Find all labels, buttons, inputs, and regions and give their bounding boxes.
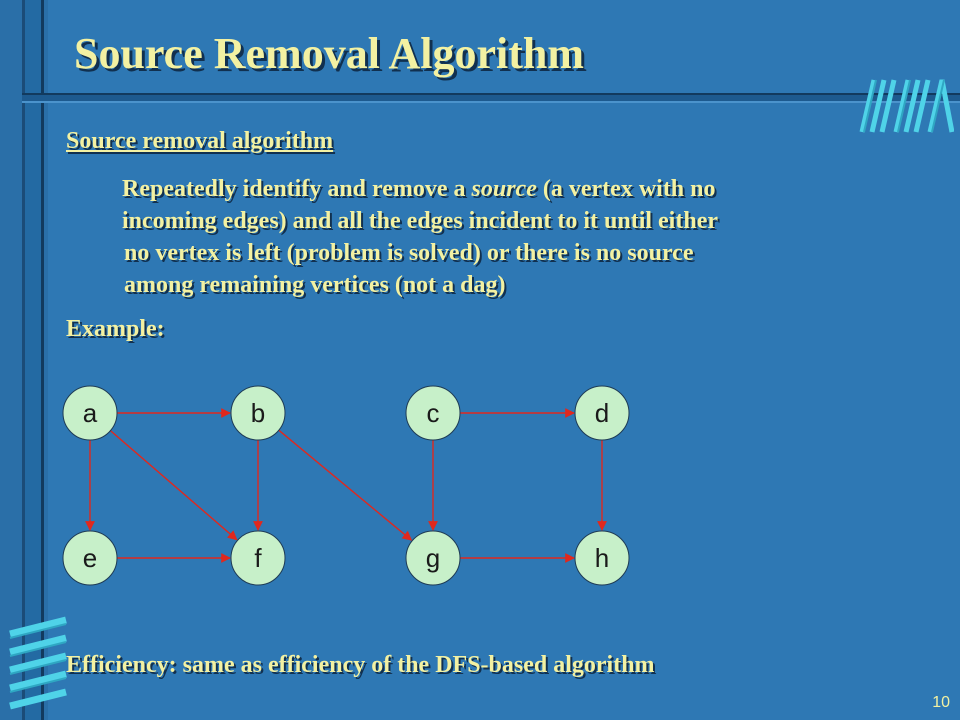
description-line-1: Repeatedly identify and remove a source … (66, 173, 936, 205)
node-g: g (405, 530, 461, 586)
efficiency-note: Efficiency: same as efficiency of the DF… (66, 652, 655, 678)
title-divider-bar (22, 93, 960, 103)
node-circle-e (62, 530, 118, 586)
node-a: a (62, 385, 118, 441)
page-number: 10 (932, 694, 950, 711)
node-circle-d (574, 385, 630, 441)
node-label-f: f (254, 543, 262, 573)
node-label-c: c (427, 398, 440, 428)
description-line-4: among remaining vertices (not a dag) (124, 272, 506, 298)
algorithm-description: Repeatedly identify and remove a source … (66, 173, 936, 301)
node-label-h: h (595, 543, 609, 573)
description-text-1: Repeatedly identify and remove a (122, 176, 472, 202)
node-circle-c (405, 385, 461, 441)
node-b: b (230, 385, 286, 441)
node-label-b: b (251, 398, 265, 428)
stripes-logo-icon (9, 616, 67, 710)
description-text-2: (a vertex with no (536, 176, 716, 202)
node-circle-g (405, 530, 461, 586)
node-circle-a (62, 385, 118, 441)
node-f: f (230, 530, 286, 586)
node-circle-h (574, 530, 630, 586)
section-heading: Source removal algorithm (66, 128, 334, 154)
edge-b-g (278, 429, 413, 541)
node-c: c (405, 385, 461, 441)
slide-title: Source Removal Algorithm (74, 29, 585, 78)
node-h: h (574, 530, 630, 586)
node-circle-f (230, 530, 286, 586)
description-source-term: source (471, 176, 537, 202)
node-label-g: g (426, 543, 440, 573)
node-circle-b (230, 385, 286, 441)
node-e: e (62, 530, 118, 586)
description-line-3: no vertex is left (problem is solved) or… (124, 240, 694, 266)
node-d: d (574, 385, 630, 441)
corner-logo-icon (859, 79, 954, 133)
node-label-a: a (83, 398, 98, 428)
left-frame-bar (22, 0, 44, 720)
node-label-d: d (595, 398, 609, 428)
description-line-2: incoming edges) and all the edges incide… (122, 208, 718, 234)
edge-a-f (109, 430, 238, 541)
example-label: Example: (66, 316, 165, 342)
node-label-e: e (83, 543, 97, 573)
